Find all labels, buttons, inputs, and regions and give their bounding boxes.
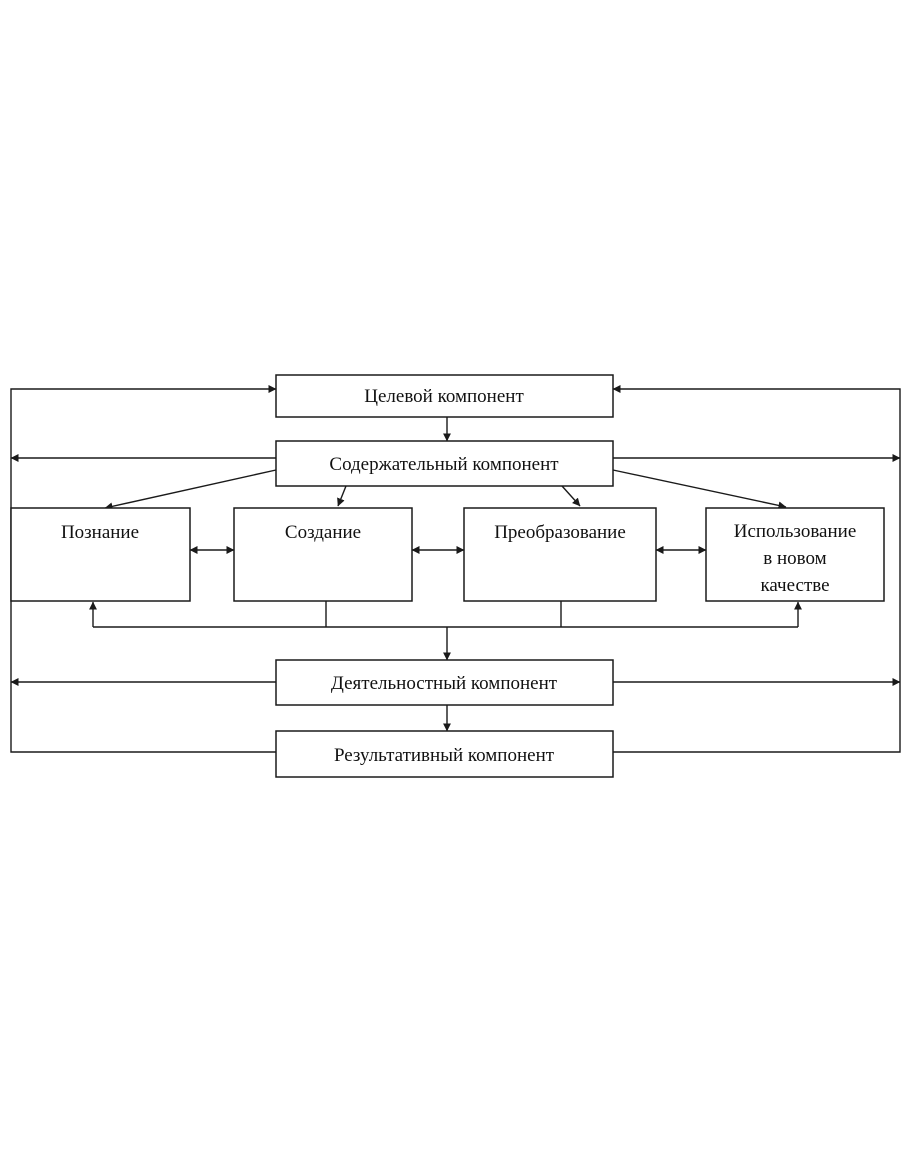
arrow-content-to-cognition bbox=[104, 469, 277, 511]
result-component-node: Результативный компонент bbox=[275, 730, 614, 778]
content-component-label: Содержательный компонент bbox=[329, 454, 559, 475]
transformation-label: Преобразование bbox=[494, 522, 626, 543]
arrow-content-to-usage bbox=[612, 469, 787, 510]
target-component-label: Целевой компонент bbox=[364, 386, 524, 407]
creation-label: Создание bbox=[285, 522, 361, 543]
arrow-content-to-creation bbox=[337, 485, 347, 507]
target-component-node: Целевой компонент bbox=[275, 374, 614, 418]
usage-label-line1: Использование bbox=[734, 521, 857, 542]
creation-node: Создание bbox=[233, 507, 413, 602]
outer-right-loop bbox=[612, 385, 901, 753]
usage-label-line3: качестве bbox=[760, 575, 829, 596]
content-component-node: Содержательный компонент bbox=[275, 440, 614, 487]
cognition-label: Познание bbox=[61, 522, 139, 543]
transformation-node: Преобразование bbox=[463, 507, 657, 602]
cognition-node: Познание bbox=[10, 507, 191, 602]
usage-node: Использование в новом качестве bbox=[705, 507, 885, 602]
arrow-content-to-transformation bbox=[561, 485, 581, 507]
activity-component-label: Деятельностный компонент bbox=[331, 673, 558, 694]
usage-label-line2: в новом bbox=[763, 548, 826, 569]
activity-component-node: Деятельностный компонент bbox=[275, 659, 614, 706]
result-component-label: Результативный компонент bbox=[334, 745, 555, 766]
connectors bbox=[10, 385, 901, 753]
